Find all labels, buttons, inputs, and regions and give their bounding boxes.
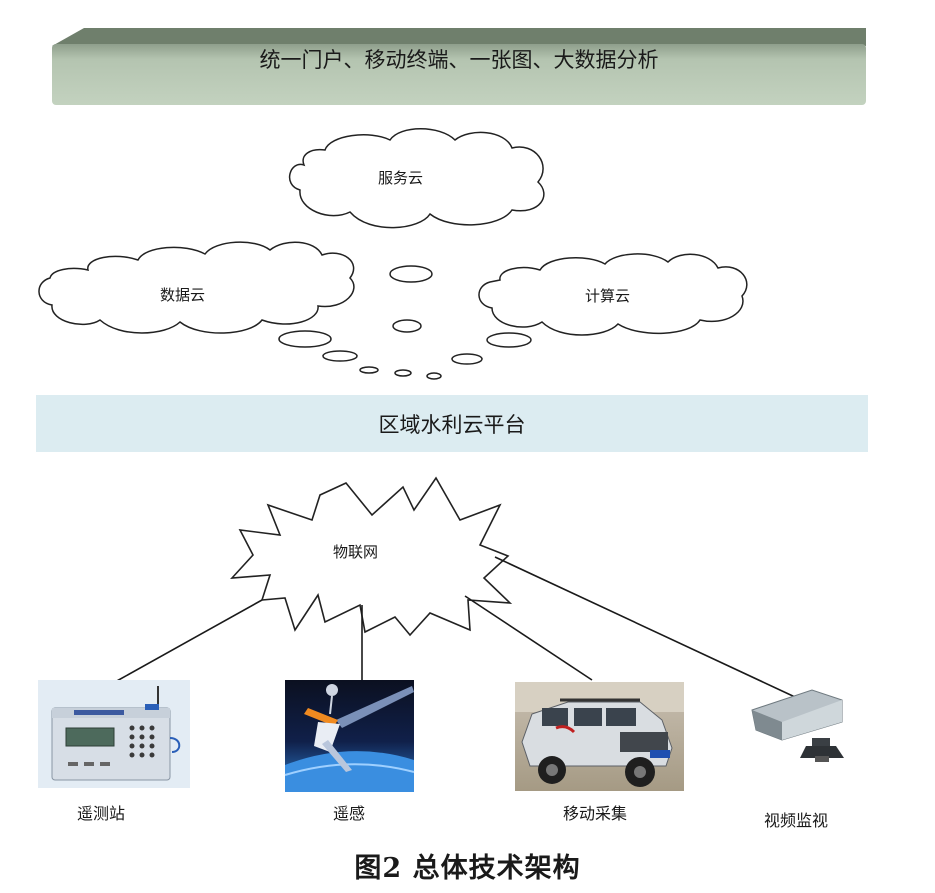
remote-sensing-label: 遥感 bbox=[333, 804, 366, 823]
compute-cloud bbox=[478, 253, 748, 336]
bubble bbox=[392, 319, 422, 333]
platform-title: 区域水利云平台 bbox=[378, 413, 526, 437]
top-bar bbox=[52, 28, 866, 105]
satellite-image bbox=[284, 680, 415, 792]
iot-starburst bbox=[230, 476, 513, 637]
data-cloud bbox=[38, 241, 355, 334]
bubble bbox=[486, 332, 532, 348]
line-video bbox=[494, 556, 796, 698]
figure-caption: 图2 总体技术架构 bbox=[354, 853, 581, 884]
bubble bbox=[394, 369, 412, 377]
service-cloud-label: 服务云 bbox=[378, 169, 424, 187]
bubble bbox=[389, 265, 433, 283]
mobile-collection-label: 移动采集 bbox=[563, 804, 628, 823]
telemetry-station-label: 遥测站 bbox=[77, 804, 126, 823]
telemetry-station-image bbox=[38, 680, 190, 788]
bubble bbox=[451, 353, 483, 365]
camera-image bbox=[751, 689, 844, 762]
platform-bar bbox=[36, 395, 868, 452]
video-surveillance-label: 视频监视 bbox=[764, 811, 829, 830]
bubble bbox=[426, 372, 442, 380]
line-telemetry bbox=[114, 599, 263, 683]
line-mobile bbox=[464, 595, 593, 681]
bubble bbox=[322, 350, 358, 362]
top-bar-title: 统一门户、移动终端、一张图、大数据分析 bbox=[259, 48, 659, 72]
vehicle-image bbox=[515, 682, 684, 791]
service-cloud bbox=[288, 128, 545, 229]
compute-cloud-label: 计算云 bbox=[585, 287, 631, 305]
bubble bbox=[359, 366, 379, 374]
bubble bbox=[278, 330, 332, 348]
connector-bubbles bbox=[278, 265, 532, 380]
iot-label: 物联网 bbox=[333, 543, 379, 561]
connection-lines bbox=[114, 556, 796, 698]
data-cloud-label: 数据云 bbox=[160, 286, 206, 304]
